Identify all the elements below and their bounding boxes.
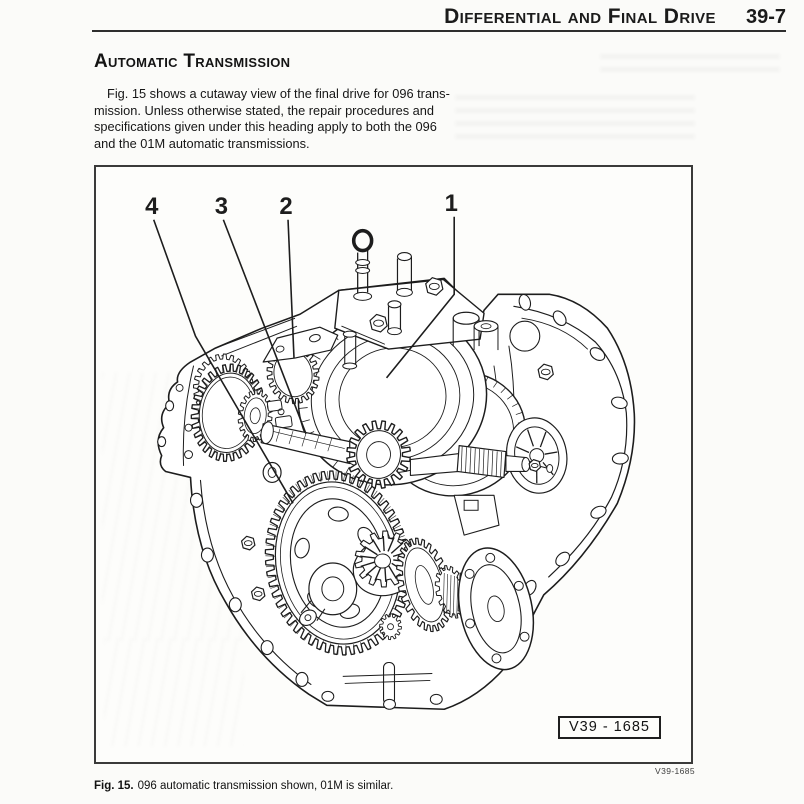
bleed-through-artifact xyxy=(600,54,780,80)
callout-number: 1 xyxy=(445,190,458,217)
drawing-line xyxy=(262,326,339,363)
callout-leader-line xyxy=(222,219,307,434)
intro-line: specifications given under this heading … xyxy=(94,119,437,135)
drawing-line xyxy=(341,325,385,345)
drawing-line xyxy=(521,317,588,350)
page-number: 39-7 xyxy=(745,6,786,28)
drawing-line xyxy=(250,586,266,602)
callout-number: 4 xyxy=(145,193,159,220)
section-heading: Automatic Transmission xyxy=(94,51,291,72)
figure-frame: 4 3 2 1 V39 - 1685 xyxy=(94,165,693,764)
drawing-line xyxy=(369,313,388,333)
drawing-line xyxy=(425,277,444,296)
caption-text: 096 automatic transmission shown, 01M is… xyxy=(137,780,394,792)
header-rule xyxy=(92,30,786,32)
callout-leader-line xyxy=(385,216,455,379)
drawing-line xyxy=(182,365,195,466)
intro-line: mission. Unless otherwise stated, the re… xyxy=(94,102,434,118)
mounting-pad xyxy=(334,278,485,350)
drawing-line xyxy=(379,613,402,641)
drawing-line xyxy=(199,479,312,685)
callout-leader-line xyxy=(152,219,294,504)
callout-number: 2 xyxy=(279,193,292,220)
drawing-line xyxy=(240,535,256,551)
intro-line: and the 01M automatic transmissions. xyxy=(94,135,310,151)
header-title: Differential and Final Drive xyxy=(444,5,716,28)
intro-line: Fig. 15 shows a cutaway view of the fina… xyxy=(107,86,450,101)
drawing-line xyxy=(456,444,507,479)
caption-label: Fig. 15. xyxy=(94,780,134,792)
callout-leader-line xyxy=(287,219,295,359)
drawing-line xyxy=(513,305,628,578)
transmission-cutaway-drawing: 4 3 2 1 xyxy=(145,190,636,711)
callout-number: 3 xyxy=(215,193,228,220)
figure-reference-code: V39-1685 xyxy=(655,766,696,776)
figure-stamp: V39 - 1685 xyxy=(558,716,661,739)
page-header: Differential and Final Drive 39-7 xyxy=(93,5,786,29)
drawing-line xyxy=(528,459,542,472)
intro-paragraph: Fig. 15 shows a cutaway view of the fina… xyxy=(94,86,494,152)
drawing-line xyxy=(396,537,453,633)
figure-caption: Fig. 15.096 automatic transmission shown… xyxy=(94,780,393,792)
drawing-line xyxy=(537,363,554,381)
